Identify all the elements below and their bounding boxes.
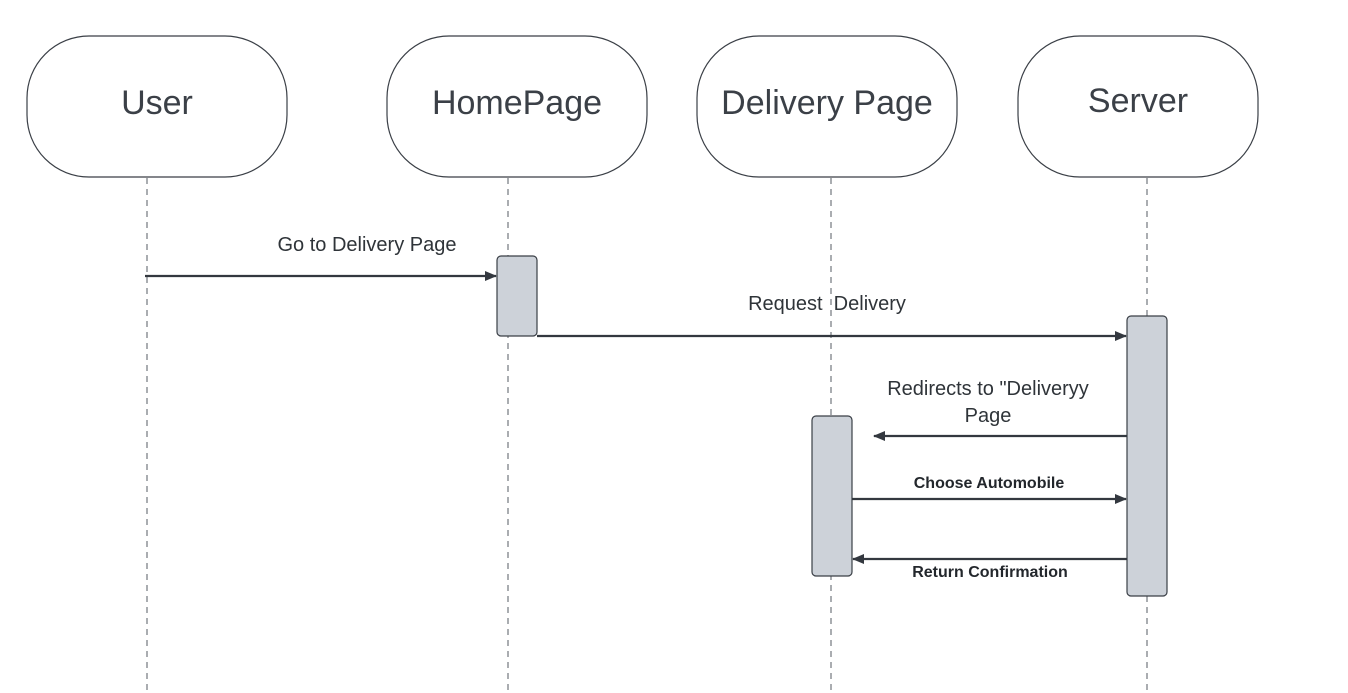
message-go-to-delivery: Go to Delivery Page <box>145 234 497 281</box>
actor-label-delivery-page: Delivery Page <box>721 84 933 122</box>
actor-label-server: Server <box>1088 82 1188 120</box>
activation-delivery-page <box>811 415 853 577</box>
actor-server: Server <box>1017 35 1259 178</box>
actor-label-user: User <box>121 84 193 122</box>
message-label-go-to-delivery: Go to Delivery Page <box>278 234 457 256</box>
message-request-delivery: Request Delivery <box>537 293 1127 341</box>
message-label-redirects-line1: Redirects to "Deliveryy <box>887 378 1089 400</box>
actor-homepage: HomePage <box>386 35 648 178</box>
message-label-return-confirmation: Return Confirmation <box>912 564 1068 581</box>
message-label-redirects-line2: Page <box>965 405 1012 427</box>
message-choose-automobile: Choose Automobile <box>852 475 1127 504</box>
activation-server <box>1126 315 1168 597</box>
message-label-request-delivery: Request Delivery <box>748 293 906 315</box>
actor-delivery-page: Delivery Page <box>696 35 958 178</box>
message-return-confirmation: Return Confirmation <box>852 554 1127 581</box>
message-label-choose-automobile: Choose Automobile <box>914 475 1065 492</box>
actor-user: User <box>26 35 288 178</box>
activation-homepage <box>496 255 538 337</box>
message-redirects: Redirects to "Deliveryy Page <box>873 378 1127 441</box>
actor-label-homepage: HomePage <box>432 84 602 122</box>
